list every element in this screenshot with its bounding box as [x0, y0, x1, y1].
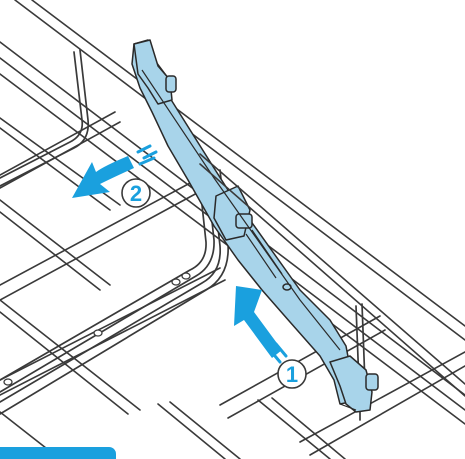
- step-1-marker: 1: [278, 360, 306, 388]
- step-2-label: 2: [130, 181, 142, 206]
- step-2-marker: 2: [122, 179, 150, 207]
- step-1-label: 1: [286, 362, 298, 387]
- corner-tab: [0, 447, 116, 459]
- height-adjuster-bracket: [132, 40, 378, 412]
- rail-clips: [4, 273, 190, 385]
- rack-tines: [0, 50, 366, 420]
